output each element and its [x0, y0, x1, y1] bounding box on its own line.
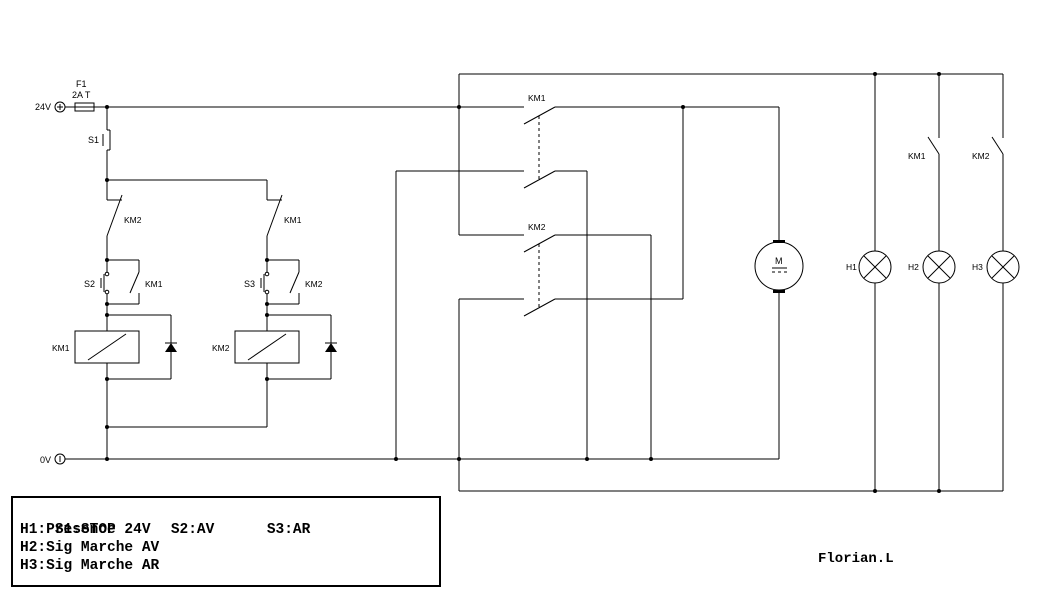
supply-0v-label: 0V: [40, 455, 51, 465]
lamp-h2-label: H2: [908, 262, 919, 272]
lamp-h2: KM1 H2: [908, 74, 956, 491]
legend-s1: S1:STOP: [54, 522, 116, 538]
signal-lamps-circuit: H1 KM1 H2 KM2 H3: [459, 72, 1020, 493]
km2-flyback-diode: [267, 315, 337, 380]
s3-label: S3: [244, 279, 255, 289]
lamp-h3-label: H3: [972, 262, 983, 272]
km1-power-contact-2: [396, 170, 588, 459]
fuse-name-label: F1: [76, 79, 87, 89]
legend-s2: S2:AV: [170, 522, 215, 538]
km1-power-label: KM1: [528, 93, 546, 103]
switch-s1-stop: S1: [88, 107, 111, 180]
km1-selfhold-label: KM1: [145, 279, 163, 289]
s1-label: S1: [88, 135, 99, 145]
author-signature: Florian.L: [818, 551, 894, 567]
km1-interlock-label: KM1: [284, 215, 302, 225]
legend-s3: S3:AR: [266, 522, 311, 538]
km2-interlock-label: KM2: [124, 215, 142, 225]
km1-interlock-contact: KM1: [266, 180, 302, 260]
km2-power-contact-2: [459, 107, 684, 317]
km2-power-label: KM2: [528, 222, 546, 232]
km2-coil-label: KM2: [212, 343, 230, 353]
legend-h2: H2:Sig Marche AV: [20, 540, 160, 556]
legend-row-switches: S1:STOP S2:AV S3:AR: [20, 503, 439, 538]
km1-coil-label: KM1: [52, 343, 70, 353]
km1-flyback-diode: [107, 315, 177, 380]
motor-symbol: M: [775, 256, 783, 266]
power-circuit: KM1 KM2: [395, 74, 804, 491]
lamp-h1: H1: [846, 74, 892, 491]
lamp-h3-contact-label: KM2: [972, 151, 990, 161]
dc-motor: M: [754, 107, 804, 459]
km1-power-contact-1: KM1: [523, 93, 779, 125]
km2-coil: KM2: [212, 314, 331, 379]
km2-selfhold-contact: KM2: [267, 259, 323, 305]
legend-h1: H1:Presence 24V: [20, 522, 151, 538]
supply-24v-terminal: 24V: [35, 101, 75, 113]
switch-s3-reverse: S3: [244, 260, 270, 315]
fuse-rating-label: 2A T: [72, 90, 91, 100]
legend-h3: H3:Sig Marche AR: [20, 558, 160, 574]
km2-interlock-contact: KM2: [106, 180, 142, 260]
lamp-h1-label: H1: [846, 262, 857, 272]
s2-label: S2: [84, 279, 95, 289]
km2-selfhold-label: KM2: [305, 279, 323, 289]
km2-power-contact-1: KM2: [459, 222, 652, 459]
control-circuit: 24V F1 2A T S1: [35, 79, 779, 465]
supply-0v-terminal: 0V: [40, 453, 779, 465]
lamp-h3: KM2 H3: [972, 74, 1020, 491]
legend-box: S1:STOP S2:AV S3:AR H1:Presence 24V H2:Sig…: [11, 496, 441, 587]
fuse-f1: F1 2A T: [72, 79, 95, 112]
km1-coil: KM1: [52, 314, 171, 379]
km1-selfhold-contact: KM1: [107, 259, 163, 305]
lamp-h2-contact-label: KM1: [908, 151, 926, 161]
switch-s2-forward: S2: [84, 260, 110, 315]
supply-24v-label: 24V: [35, 102, 51, 112]
